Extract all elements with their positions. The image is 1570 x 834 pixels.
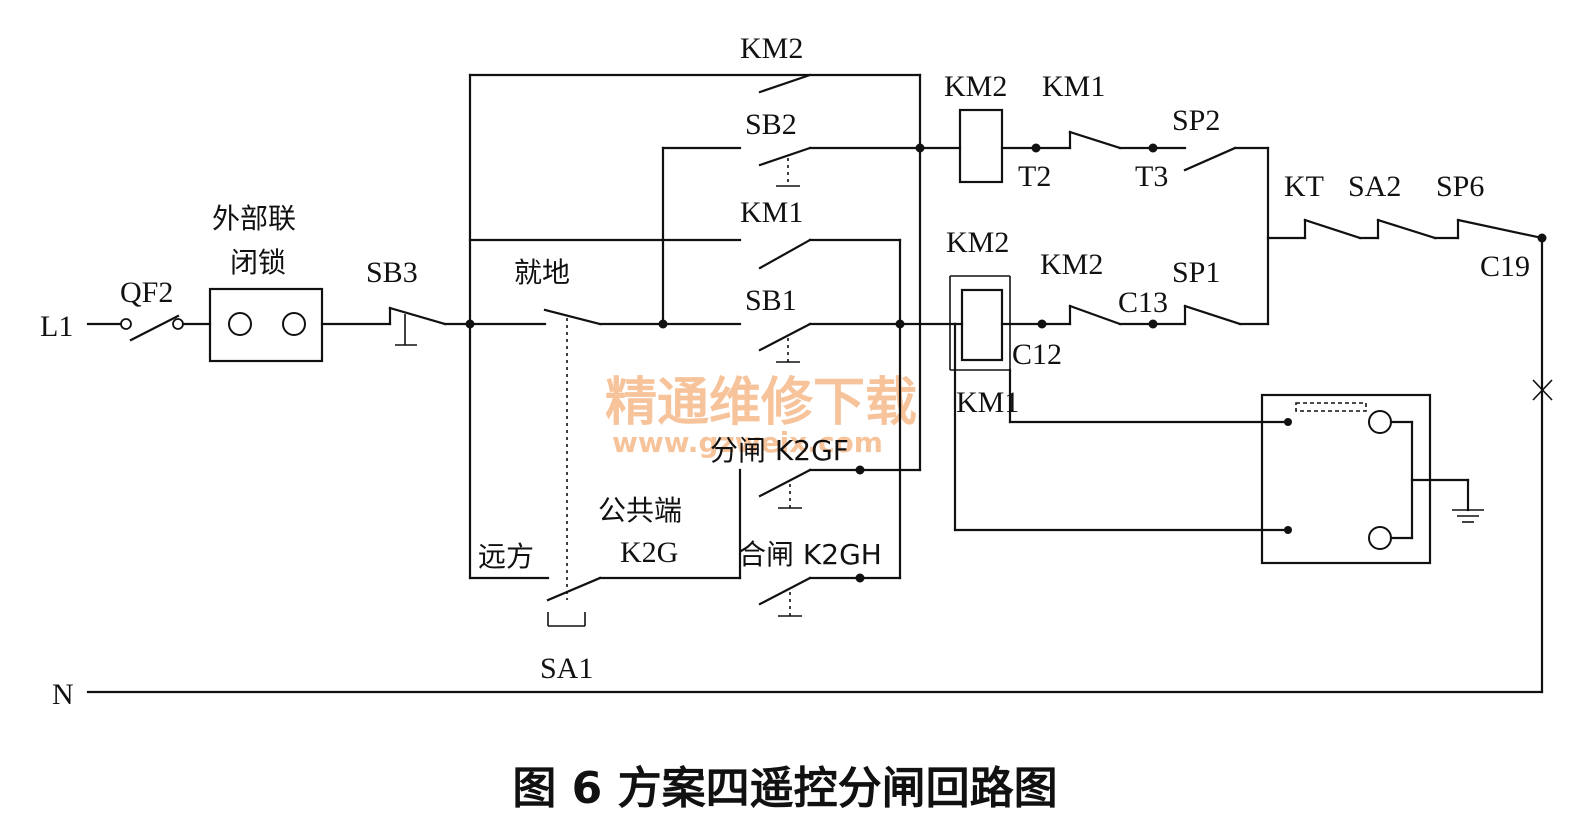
- remote-local-rail: [468, 73, 922, 580]
- sb2-button: [758, 146, 922, 187]
- label-sb3: SB3: [366, 256, 418, 289]
- label-km2-coil: KM2: [944, 70, 1007, 103]
- km1-mid-contact: [758, 238, 902, 580]
- label-close-k2gh: 合闸 K2GH: [738, 538, 882, 571]
- label-t2: T2: [1018, 160, 1051, 193]
- label-l1: L1: [40, 310, 73, 343]
- sb1-button: [661, 322, 957, 363]
- label-remote: 远方: [478, 540, 534, 573]
- kt-sa2-sp6-series: [1266, 218, 1553, 694]
- label-c12: C12: [1012, 338, 1062, 371]
- close-k2gh-contact: [758, 573, 902, 617]
- watermark-text: 精通维修下载: [605, 373, 917, 433]
- label-sp1: SP1: [1172, 256, 1220, 289]
- label-c13: C13: [1118, 286, 1168, 319]
- label-km1-coil: KM1: [956, 386, 1019, 419]
- main-line-l1: [86, 314, 212, 342]
- device-box: [953, 322, 1484, 565]
- label-sa2: SA2: [1348, 170, 1401, 203]
- label-sa1: SA1: [540, 652, 593, 685]
- label-common: 公共端: [598, 494, 682, 527]
- external-interlock-box: [208, 287, 392, 363]
- label-sp6: SP6: [1436, 170, 1484, 203]
- sa1-selector: [546, 576, 742, 627]
- label-sp2: SP2: [1172, 104, 1220, 137]
- label-c19: C19: [1480, 250, 1530, 283]
- label-sb2: SB2: [745, 108, 797, 141]
- sb3-stop-button: [388, 306, 472, 346]
- label-t3: T3: [1135, 160, 1168, 193]
- label-km2-contact: KM2: [1040, 248, 1103, 281]
- km2-top-contact: [758, 73, 922, 472]
- label-open-k2gf: 分闸 K2GF: [710, 434, 849, 467]
- figure-caption: 图 6 方案四遥控分闸回路图: [512, 763, 1058, 814]
- label-sb1: SB1: [745, 284, 797, 317]
- label-local: 就地: [514, 256, 570, 289]
- label-qf2: QF2: [120, 276, 173, 309]
- label-kt: KT: [1284, 170, 1324, 203]
- label-km2-top: KM2: [740, 32, 803, 65]
- km1-coil: [949, 275, 1270, 371]
- label-ext-interlock-1: 外部联: [212, 202, 296, 235]
- label-k2g: K2G: [620, 536, 678, 569]
- label-n: N: [52, 678, 74, 711]
- open-k2gf-contact: [738, 465, 922, 580]
- km2-coil: [918, 108, 1270, 326]
- label-km1-contact: KM1: [1042, 70, 1105, 103]
- label-km1-mid: KM1: [740, 196, 803, 229]
- watermark-url: www.gzweix.com: [612, 426, 883, 459]
- label-km2-coil2: KM2: [946, 226, 1009, 259]
- local-switch: [468, 308, 665, 600]
- label-ext-interlock-2: 闭锁: [230, 246, 286, 279]
